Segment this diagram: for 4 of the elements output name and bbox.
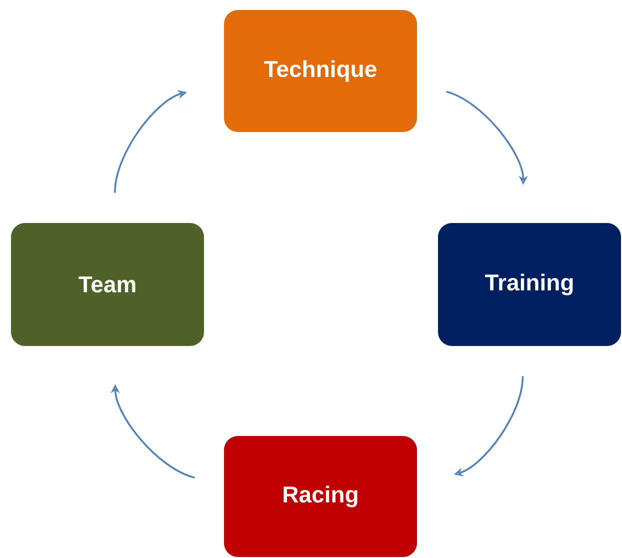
process-box: Team	[11, 223, 204, 346]
process-box: Technique	[224, 10, 417, 132]
process-box: Training	[438, 223, 621, 346]
process-box: Racing	[224, 436, 417, 557]
